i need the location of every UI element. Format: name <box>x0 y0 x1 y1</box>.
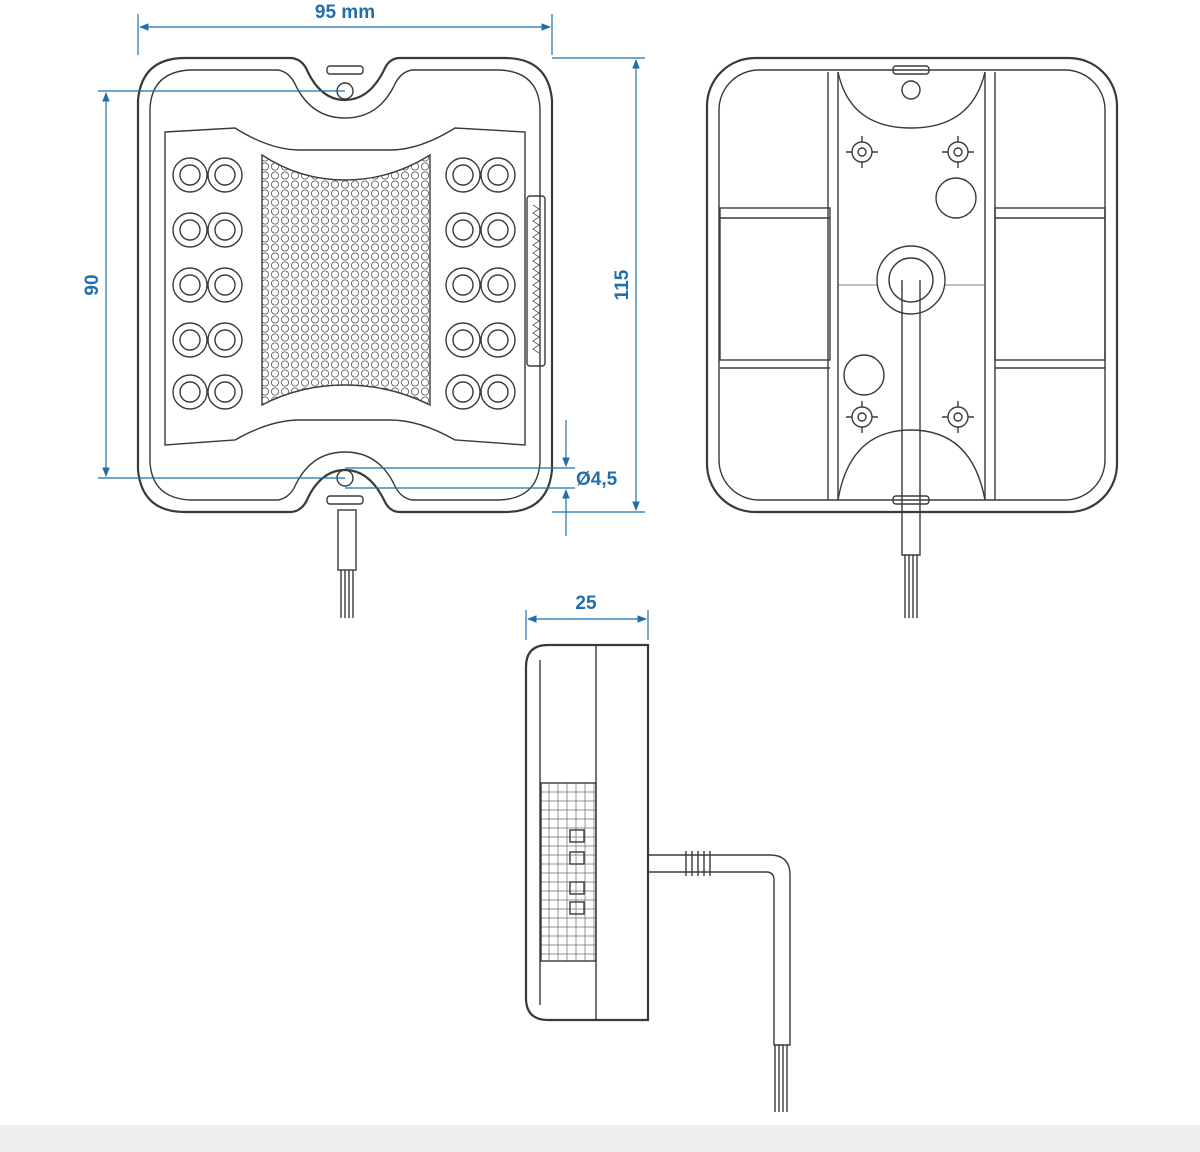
side-cable <box>648 854 791 1046</box>
rear-top-hole <box>901 80 921 100</box>
side-cable-ribs <box>685 851 711 876</box>
led-ring <box>207 374 243 410</box>
side-cable-wires <box>774 1045 788 1112</box>
led-ring <box>172 267 208 303</box>
led-ring <box>207 322 243 358</box>
led-ring <box>445 374 481 410</box>
bolt-ribs <box>846 401 878 433</box>
bolt-center <box>857 412 867 422</box>
led <box>179 381 201 403</box>
led <box>452 329 474 351</box>
bolt-ring <box>851 406 873 428</box>
side-dimensions: 25 <box>525 593 649 640</box>
bolt-ribs <box>942 401 974 433</box>
rear-pad-right-top <box>994 207 1106 361</box>
rear-upper-boss <box>935 177 977 219</box>
led <box>179 164 201 186</box>
led <box>452 381 474 403</box>
front-leds-left <box>172 157 243 410</box>
bolt-ribs <box>942 136 974 168</box>
front-view <box>136 56 554 618</box>
front-side-marker <box>526 195 546 367</box>
front-dimensions: 95 mm 90 115 Ø4,5 <box>82 2 645 536</box>
front-lens-border <box>164 127 526 446</box>
bolt-center <box>953 412 963 422</box>
front-top-slot <box>326 65 364 75</box>
dim-height-total-label: 115 <box>612 269 633 300</box>
dim-hole-label: Ø4,5 <box>576 469 618 490</box>
led-ring <box>207 157 243 193</box>
led-ring <box>172 374 208 410</box>
bolt-center <box>857 147 867 157</box>
led-ring <box>480 212 516 248</box>
rear-top-slot <box>892 65 930 75</box>
bolt-ribs <box>846 136 878 168</box>
rear-grommet-inner <box>888 257 934 303</box>
led-ring <box>480 267 516 303</box>
front-leds-right <box>445 157 516 410</box>
led <box>179 219 201 241</box>
dim-width-label: 95 mm <box>315 2 375 23</box>
led <box>179 329 201 351</box>
rear-housing-inner <box>718 69 1106 501</box>
rear-cable <box>901 280 921 556</box>
rear-pad-left-top <box>719 207 831 361</box>
led <box>214 329 236 351</box>
bolt-ring <box>947 141 969 163</box>
dim-height-inner-label: 90 <box>82 274 103 295</box>
led <box>214 274 236 296</box>
side-reflector-grid <box>540 782 597 962</box>
led <box>487 219 509 241</box>
rear-lower-boss <box>843 354 885 396</box>
led <box>487 274 509 296</box>
led <box>214 219 236 241</box>
bolt-center <box>953 147 963 157</box>
led-ring <box>480 157 516 193</box>
led <box>487 164 509 186</box>
rear-bottom-arch <box>837 429 986 501</box>
led <box>487 381 509 403</box>
front-reflector <box>261 153 431 407</box>
bolt-ring <box>851 141 873 163</box>
led <box>452 219 474 241</box>
rear-grommet-outer <box>876 245 946 315</box>
side-housing-outline <box>524 643 650 1022</box>
bottom-band <box>0 1125 1200 1152</box>
rear-top-arch <box>837 71 986 129</box>
led-ring <box>480 322 516 358</box>
rear-mounting-bolts <box>846 136 974 433</box>
led-ring <box>445 212 481 248</box>
led-ring <box>445 322 481 358</box>
bolt-ring <box>947 406 969 428</box>
led <box>179 274 201 296</box>
led <box>452 164 474 186</box>
front-side-marker-zigzag <box>532 204 540 354</box>
led-ring <box>172 157 208 193</box>
led-ring <box>207 212 243 248</box>
rear-cable-wires <box>904 555 918 618</box>
led-ring <box>207 267 243 303</box>
rear-bottom-slot <box>892 495 930 505</box>
led-ring <box>480 374 516 410</box>
front-cable-wires <box>340 570 354 618</box>
front-housing-inner <box>149 69 541 501</box>
front-housing-outline <box>136 56 554 514</box>
led-ring <box>445 157 481 193</box>
dim-depth-label: 25 <box>575 593 597 614</box>
led-ring <box>172 322 208 358</box>
front-cable <box>337 509 357 571</box>
led <box>214 164 236 186</box>
rear-housing-outline <box>705 56 1119 514</box>
led <box>214 381 236 403</box>
led <box>487 329 509 351</box>
led <box>452 274 474 296</box>
led-ring <box>445 267 481 303</box>
front-bottom-slot <box>326 495 364 505</box>
side-view <box>524 643 791 1112</box>
rear-view <box>705 56 1119 618</box>
led-ring <box>172 212 208 248</box>
